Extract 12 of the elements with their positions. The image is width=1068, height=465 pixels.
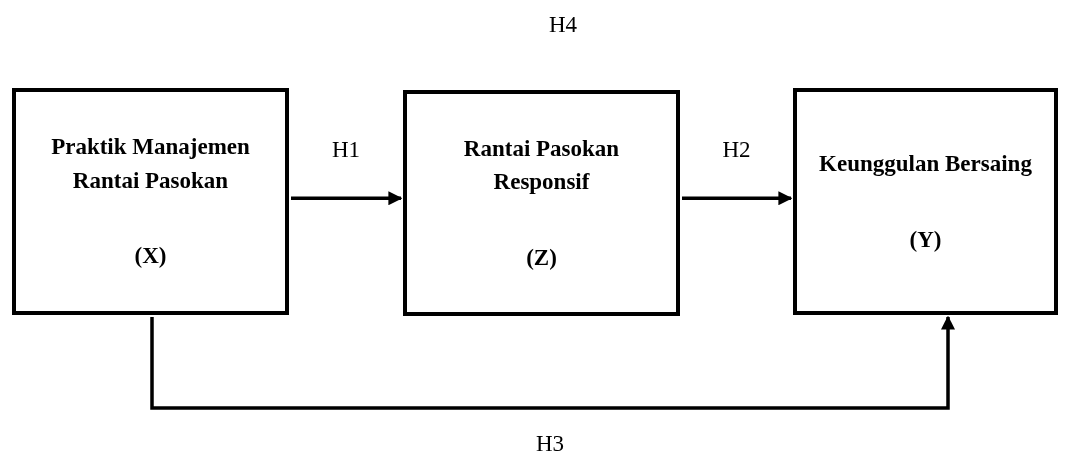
arrow [682, 191, 793, 206]
variable-symbol: (X) [133, 242, 168, 271]
variable-symbol: (Z) [525, 243, 558, 272]
variable-name: Praktik Manajemen Rantai Pasokan [50, 133, 251, 195]
arrow [291, 191, 403, 206]
variable-box [12, 88, 289, 315]
arrow [150, 315, 955, 410]
variable-name: Keunggulan Bersaing [818, 150, 1033, 179]
variable-name: Rantai Pasokan Responsif [462, 135, 621, 197]
variable-symbol: (Y) [908, 225, 943, 254]
variable-box [793, 88, 1058, 315]
variable-box [403, 90, 680, 316]
